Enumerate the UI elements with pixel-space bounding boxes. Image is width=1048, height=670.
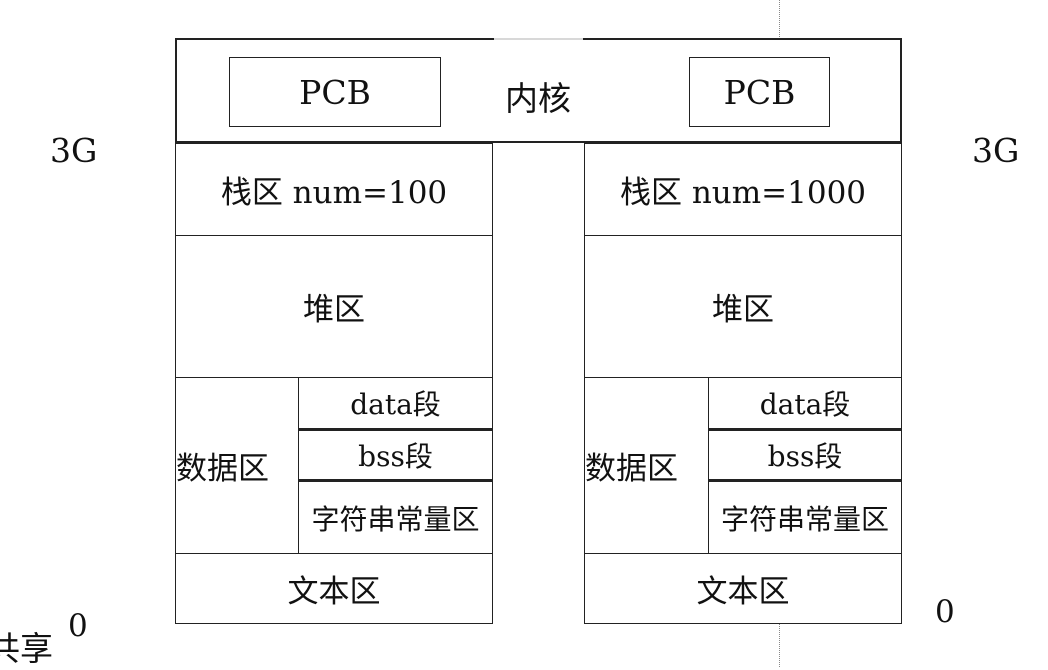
pcb-box-right: PCB: [689, 57, 830, 127]
data-area-region: 数据区: [584, 377, 709, 554]
shared-label: 共享: [0, 629, 53, 668]
data-area-label: 数据区: [585, 451, 678, 487]
address-label-3g-left: 3G: [50, 131, 98, 170]
data-area-label: 数据区: [176, 451, 269, 487]
address-label-0-left: 0: [68, 608, 88, 644]
kernel-label: 内核: [505, 79, 571, 118]
data-segment: data段: [298, 377, 493, 429]
bss-segment: bss段: [708, 428, 902, 482]
string-constant-region: 字符串常量区: [298, 481, 493, 554]
stack-region: 栈区 num=100: [175, 143, 493, 236]
pcb-box-left: PCB: [229, 57, 441, 127]
string-constant-region: 字符串常量区: [708, 481, 902, 554]
heap-region: 堆区: [175, 235, 493, 378]
text-region: 文本区: [175, 553, 493, 624]
text-region: 文本区: [584, 553, 902, 624]
bss-segment: bss段: [298, 428, 493, 482]
address-label-3g-right: 3G: [972, 131, 1020, 170]
kernel-top-seam: [494, 38, 583, 40]
heap-region: 堆区: [584, 235, 902, 378]
data-area-region: 数据区: [175, 377, 299, 554]
address-label-0-right: 0: [935, 594, 955, 630]
data-segment: data段: [708, 377, 902, 429]
stack-region: 栈区 num=1000: [584, 143, 902, 236]
